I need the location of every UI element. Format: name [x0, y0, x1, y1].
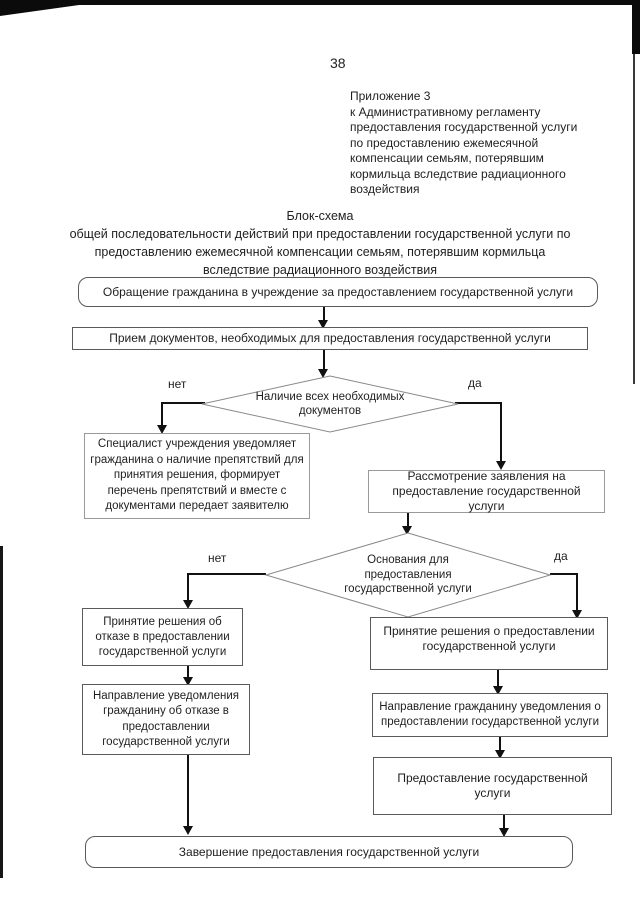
- connector-refusal-decision-to-notice: [187, 666, 189, 678]
- connector-provide-to-finish: [503, 815, 505, 829]
- connector-decision2-yes-vertical: [576, 573, 578, 611]
- connector-decision1-yes-horizontal: [455, 402, 502, 404]
- appendix-line: воздействия: [350, 182, 420, 196]
- arrowhead-down-icon: [318, 320, 328, 329]
- connector-decision1-yes-vertical: [500, 402, 502, 462]
- node-refusal-notice: Направление уведомления гражданину об от…: [82, 684, 250, 755]
- appendix-line: по предоставлению ежемесячной: [350, 135, 539, 150]
- node-review-application: Рассмотрение заявления на предоставление…: [368, 469, 605, 513]
- node-receive-documents: Прием документов, необходимых для предос…: [72, 327, 588, 350]
- node-start: Обращение гражданина в учреждение за пре…: [78, 277, 598, 307]
- connector-start-to-receive: [323, 307, 325, 321]
- scan-artifact-left-line: [0, 546, 3, 878]
- decision-grounds-text: Основания для предоставления государстве…: [344, 554, 472, 596]
- arrowhead-down-icon: [157, 425, 167, 434]
- arrowhead-down-icon: [402, 526, 412, 535]
- diamond-shape: [201, 375, 459, 433]
- scan-artifact-right-line: [633, 54, 635, 384]
- label-yes-grounds: да: [554, 549, 568, 563]
- scan-artifact-top-edge: [0, 0, 640, 5]
- connector-decision2-no-vertical: [187, 573, 189, 601]
- arrowhead-down-icon: [495, 750, 505, 759]
- flowchart-title-line: предоставлению ежемесячной компенсации с…: [94, 245, 546, 259]
- arrowhead-down-icon: [572, 610, 582, 619]
- node-grant-notice: Направление гражданину уведомления о пре…: [372, 693, 608, 737]
- arrowhead-down-icon: [183, 600, 193, 609]
- arrowhead-down-icon: [183, 677, 193, 686]
- connector-receive-to-decision1: [323, 350, 325, 370]
- appendix-note: Приложение 3 к Административному регламе…: [350, 89, 612, 198]
- label-no-grounds: нет: [208, 551, 227, 565]
- appendix-line: к Административному регламенту: [350, 104, 541, 119]
- connector-decision1-no-horizontal: [162, 402, 205, 404]
- node-refusal-decision: Принятие решения об отказе в предоставле…: [82, 608, 243, 666]
- connector-refusal-notice-to-finish: [187, 755, 189, 827]
- connector-decision2-no-horizontal: [188, 573, 266, 575]
- node-grant-decision: Принятие решения о предоставлении госуда…: [370, 617, 608, 670]
- decision-all-documents-text: Наличие всех необходимых документов: [255, 390, 405, 418]
- flowchart-title: Блок-схема общей последовательности дейс…: [30, 207, 610, 279]
- appendix-line: компенсации семьям, потерявшим: [350, 151, 544, 165]
- arrowhead-down-icon: [493, 686, 503, 695]
- connector-grant-notice-to-provide: [499, 737, 501, 751]
- label-yes-documents: да: [468, 376, 482, 390]
- arrowhead-down-icon: [496, 461, 506, 470]
- flowchart-title-line: общей последовательности действий при пр…: [69, 227, 571, 241]
- decision-all-documents-present: Наличие всех необходимых документов: [200, 375, 460, 433]
- flowchart-title-line: вследствие радиационного воздействия: [202, 263, 438, 277]
- decision-grounds-for-service: Основания для предоставления государстве…: [264, 532, 552, 618]
- appendix-line: Приложение 3: [350, 89, 431, 103]
- arrowhead-down-icon: [318, 369, 328, 378]
- node-provide-service: Предоставление государственной услуги: [373, 757, 612, 815]
- appendix-line: кормильца вследствие радиационного: [350, 166, 566, 181]
- connector-decision1-no-vertical: [161, 402, 163, 426]
- page-number: 38: [330, 55, 346, 71]
- node-notify-obstacles: Специалист учреждения уведомляет граждан…: [84, 433, 310, 519]
- node-finish: Завершение предоставления государственно…: [85, 836, 573, 868]
- appendix-line: предоставления государственной услуги: [350, 120, 578, 134]
- connector-review-to-decision2: [407, 513, 409, 527]
- connector-decision2-yes-horizontal: [550, 573, 578, 575]
- label-no-documents: нет: [168, 377, 187, 391]
- flowchart-title-line: Блок-схема: [286, 209, 354, 223]
- scan-artifact-top-left-wedge: [0, 0, 115, 16]
- arrowhead-down-icon: [183, 826, 193, 835]
- connector-grant-decision-to-notice: [497, 670, 499, 687]
- arrowhead-down-icon: [499, 828, 509, 837]
- scan-artifact-right-top: [632, 0, 640, 54]
